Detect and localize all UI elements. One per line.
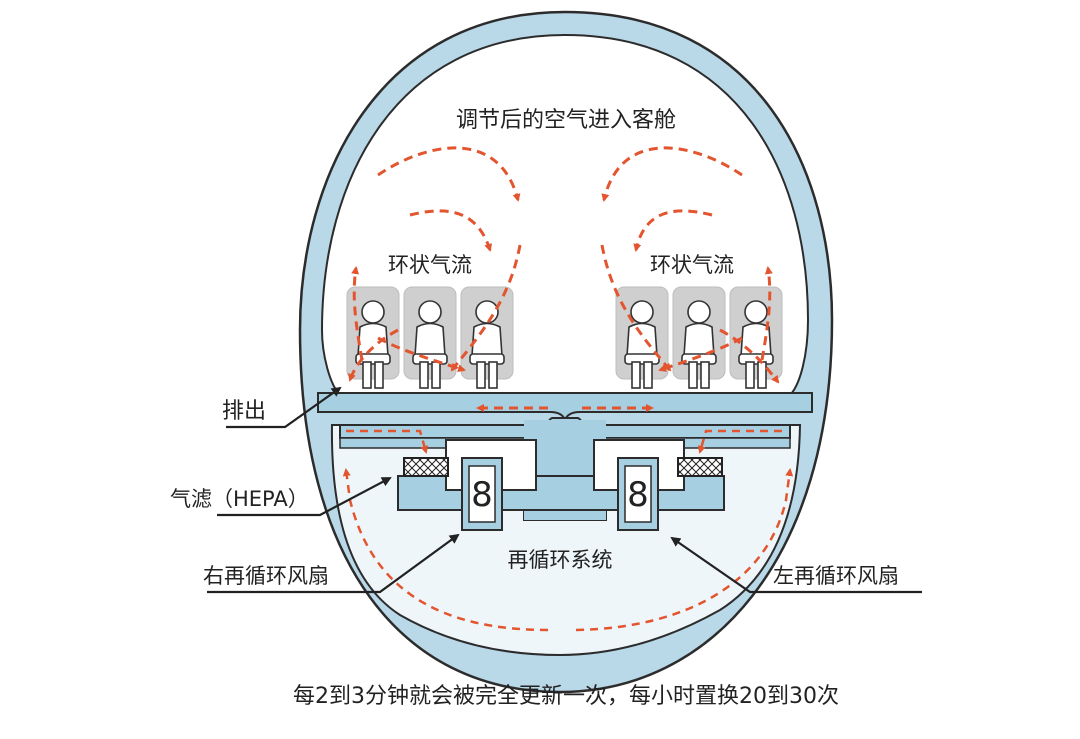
leader-lines [207, 386, 922, 594]
circular-airflow-label-left: 环状气流 [388, 253, 472, 277]
fan-glyph: 8 [627, 475, 649, 515]
hepa-filter-icon [403, 457, 449, 477]
passenger-seat-icon [672, 286, 726, 389]
filter-label: 气滤（HEPA） [170, 487, 309, 511]
hepa-filter-icon [677, 457, 723, 477]
seat-row-right [615, 286, 783, 389]
recirculation-fan-icon: 8 [461, 457, 503, 531]
fan-glyph: 8 [471, 475, 493, 515]
caption: 每2到3分钟就会被完全更新一次，每小时置换20到30次 [293, 684, 839, 709]
airflow-arrow-icon [348, 146, 780, 412]
conditioned-air-label: 调节后的空气进入客舱 [456, 108, 676, 133]
airflow-arrow-icon [342, 429, 794, 632]
recirculation-system-label: 再循环系统 [508, 548, 613, 572]
passenger-seat-icon [460, 286, 514, 389]
left-fan-label: 左再循环风扇 [773, 564, 899, 588]
passenger-seat-icon [346, 286, 400, 389]
seat-row-left [346, 286, 514, 389]
passenger-seat-icon [615, 286, 669, 389]
recirculation-fan-icon: 8 [617, 457, 659, 531]
exhaust-label: 排出 [222, 399, 266, 424]
passenger-seat-icon [729, 286, 783, 389]
passenger-seat-icon [403, 286, 457, 389]
circular-airflow-label-right: 环状气流 [650, 253, 734, 277]
right-fan-label: 右再循环风扇 [203, 564, 329, 588]
